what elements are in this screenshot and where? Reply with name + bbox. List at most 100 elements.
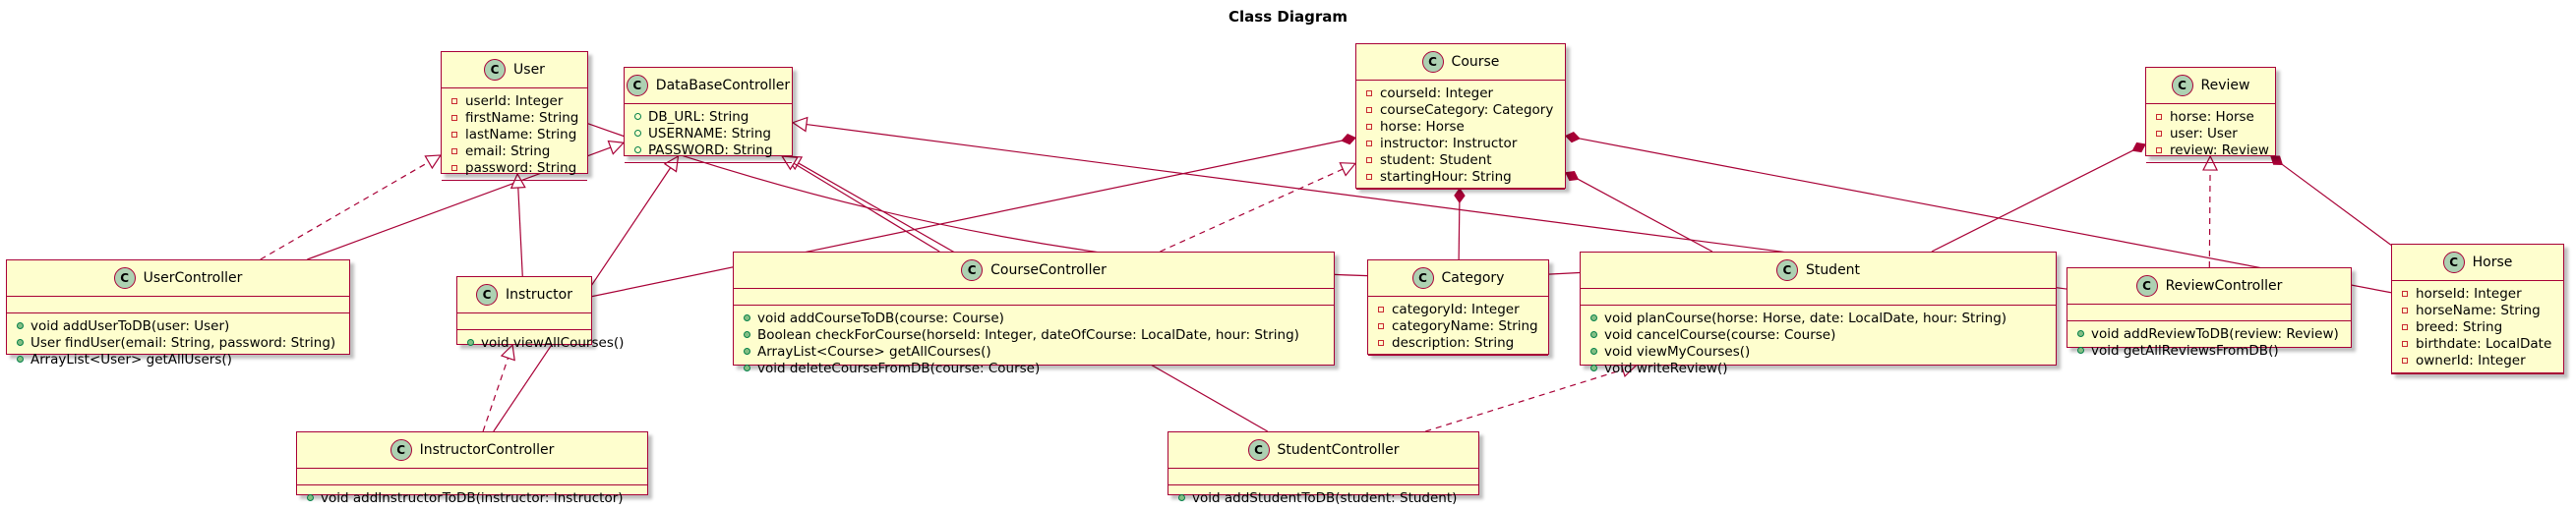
attribute-row: courseCategory: Category [1356, 101, 1565, 118]
public-marker [1589, 314, 1597, 321]
private-marker [2402, 340, 2408, 347]
hollow-triangle-arrowhead [607, 140, 626, 155]
public-marker [633, 146, 641, 153]
private-marker [1378, 339, 1384, 346]
public-marker [633, 113, 641, 120]
method-text: void cancelCourse(course: Course) [1604, 326, 1836, 343]
attribute-text: password: String [465, 159, 577, 176]
private-visibility-icon [2399, 340, 2411, 347]
class-name: Category [1441, 270, 1505, 286]
composition-line [1578, 178, 1713, 253]
inheritance-line [517, 187, 523, 277]
class-name: ReviewController [2165, 278, 2283, 294]
attribute-text: description: String [1392, 334, 1515, 351]
realization-line [260, 161, 430, 260]
attribute-text: categoryId: Integer [1392, 301, 1520, 317]
private-visibility-icon [1375, 306, 1387, 312]
private-marker [2156, 146, 2162, 153]
method-row: PASSWORD: String [625, 142, 792, 158]
realization-line [482, 358, 509, 432]
public-marker [16, 356, 24, 363]
attribute-text: birthdate: LocalDate [2416, 335, 2552, 352]
method-row: void viewAllCourses() [457, 334, 624, 351]
class-badge-icon: C [961, 259, 984, 281]
hollow-triangle-arrowhead [500, 343, 515, 362]
public-marker [1589, 365, 1597, 371]
method-text: DB_URL: String [648, 108, 749, 125]
private-visibility-icon [2153, 146, 2165, 153]
filled-diamond-marker [1341, 134, 1357, 145]
class-name: UserController [143, 270, 243, 286]
methods-section [2392, 372, 2563, 389]
private-visibility-icon [449, 114, 460, 121]
filled-diamond-marker [2131, 142, 2146, 153]
filled-diamond-marker [1565, 170, 1580, 182]
attribute-text: student: Student [1380, 151, 1492, 168]
method-row: void addUserToDB(user: User) [7, 317, 349, 334]
attribute-row: userId: Integer [442, 92, 587, 109]
method-row: void deleteCourseFromDB(course: Course) [734, 360, 1334, 376]
public-visibility-icon [2074, 347, 2086, 354]
method-text: void planCourse(horse: Horse, date: Loca… [1604, 310, 2007, 326]
public-visibility-icon [631, 130, 643, 137]
composition-line [1579, 138, 2392, 294]
private-marker [1366, 123, 1372, 130]
methods-section [625, 162, 792, 179]
method-text: void getAllReviewsFromDB() [2091, 342, 2279, 359]
public-visibility-icon [631, 146, 643, 153]
methods-section: void addCourseToDB(course: Course)Boolea… [734, 305, 1334, 380]
public-marker [743, 314, 750, 321]
public-visibility-icon [741, 365, 752, 371]
methods-section: void addUserToDB(user: User)User findUse… [7, 312, 349, 371]
private-visibility-icon [449, 147, 460, 154]
class-name: InstructorController [419, 442, 555, 458]
diagram-title: Class Diagram [1228, 8, 1348, 26]
method-row: ArrayList<User> getAllUsers() [7, 351, 349, 368]
hollow-triangle-arrowhead [424, 154, 443, 170]
attribute-row: categoryId: Integer [1368, 301, 1548, 317]
private-marker [2402, 290, 2408, 297]
public-visibility-icon [1588, 331, 1599, 338]
public-visibility-icon [1588, 314, 1599, 321]
hollow-triangle-arrowhead [791, 116, 809, 133]
class-badge-icon: C [2442, 252, 2465, 273]
private-marker [2402, 307, 2408, 313]
class-name: CourseController [990, 262, 1107, 278]
methods-section: void addReviewToDB(review: Review)void g… [2067, 320, 2351, 363]
method-text: void writeReview() [1604, 360, 1728, 376]
public-visibility-icon [1588, 348, 1599, 355]
class-badge-icon: C [1421, 51, 1444, 73]
attribute-row: review: Review [2146, 142, 2275, 158]
private-marker [2156, 130, 2162, 137]
attribute-row: student: Student [1356, 151, 1565, 168]
public-marker [743, 365, 750, 371]
class-header: C CourseController [734, 253, 1334, 289]
class-name: Horse [2472, 255, 2513, 270]
method-text: void viewMyCourses() [1604, 343, 1751, 360]
attribute-row: user: User [2146, 125, 2275, 142]
methods-section: void addInstructorToDB(instructor: Instr… [297, 484, 647, 510]
method-text: USERNAME: String [648, 125, 772, 142]
public-visibility-icon [1175, 494, 1187, 501]
method-text: void addReviewToDB(review: Review) [2091, 325, 2339, 342]
method-row: void getAllReviewsFromDB() [2067, 342, 2351, 359]
